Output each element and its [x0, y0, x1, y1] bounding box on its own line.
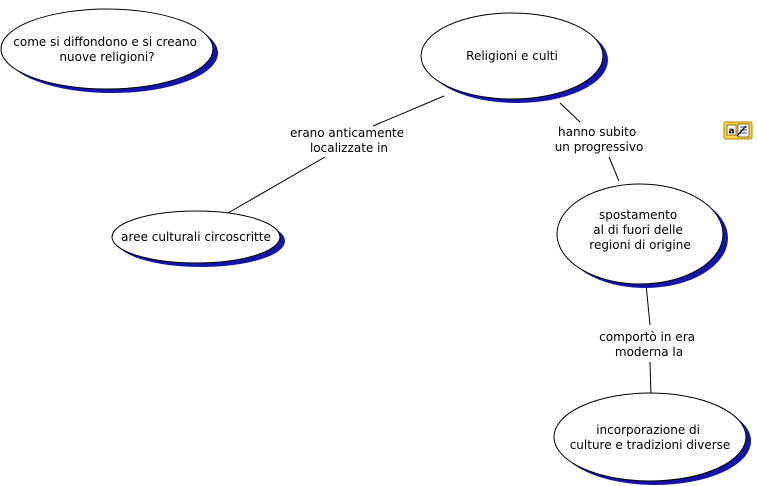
annotation-icon-letter-box [726, 124, 737, 136]
node-incorporazione-label: incorporazione di culture e tradizioni d… [570, 423, 731, 452]
node-aree-culturali-line-1: aree culturali circoscritte [121, 230, 271, 244]
node-religioni-e-culti[interactable]: Religioni e culti [420, 12, 608, 103]
annotation-icon-pencil [736, 125, 747, 137]
node-aree-culturali[interactable]: aree culturali circoscritte [111, 210, 285, 267]
node-aree-culturali-label: aree culturali circoscritte [121, 230, 271, 244]
link-label-hanno-subito[interactable]: hanno subito un progressivo [555, 125, 644, 154]
node-incorporazione-line-2: culture e tradizioni diverse [570, 438, 731, 452]
link-label-1-text: erano anticamente localizzate in [290, 126, 408, 155]
connector-lines [227, 95, 652, 397]
connector-label-1-to-aree [227, 156, 326, 214]
link-label-1-line-2: localizzate in [310, 141, 388, 155]
connector-religioni-to-label-2 [559, 102, 581, 123]
node-religioni-e-culti-line-1: Religioni e culti [466, 49, 558, 63]
node-question-line-1: come si diffondono e si creano [13, 35, 197, 49]
link-label-3-text: comportò in era moderna la [599, 330, 699, 359]
link-label-2-line-2: un progressivo [555, 140, 644, 154]
link-label-3-line-2: moderna la [615, 345, 683, 359]
node-aree-culturali-shape [111, 210, 281, 264]
annotation-icon[interactable]: a [723, 121, 753, 140]
connector-label-2-to-spostamento [608, 156, 620, 182]
node-incorporazione-shape [553, 392, 747, 482]
node-incorporazione[interactable]: incorporazione di culture e tradizioni d… [553, 392, 751, 485]
node-incorporazione-line-1: incorporazione di [596, 423, 700, 437]
node-religioni-e-culti-label: Religioni e culti [466, 49, 558, 63]
node-spostamento-label: spostamento al di fuori delle regioni di… [589, 208, 690, 252]
node-question-label: come si diffondono e si creano nuove rel… [13, 35, 201, 64]
node-spostamento-line-2: al di fuori delle [593, 223, 683, 237]
node-question-shape [0, 8, 214, 90]
node-question[interactable]: come si diffondono e si creano nuove rel… [0, 8, 218, 93]
link-label-3-line-1: comportò in era [599, 330, 695, 344]
connector-spostamento-to-label-3 [645, 283, 651, 326]
link-label-2-text: hanno subito un progressivo [555, 125, 644, 154]
node-spostamento[interactable]: spostamento al di fuori delle regioni di… [556, 183, 728, 288]
node-spostamento-line-1: spostamento [599, 208, 677, 222]
annotation-icon-letter: a [728, 127, 734, 137]
node-question-line-2: nuove religioni? [59, 50, 154, 64]
node-spostamento-shape [556, 183, 724, 285]
link-label-erano-anticamente[interactable]: erano anticamente localizzate in [290, 126, 408, 155]
connector-label-3-to-incorporazione [649, 361, 652, 397]
link-label-2-line-1: hanno subito [558, 125, 636, 139]
node-religioni-e-culti-shape [420, 12, 604, 100]
node-spostamento-line-3: regioni di origine [589, 238, 690, 252]
link-label-1-line-1: erano anticamente [290, 126, 404, 140]
link-label-comporto[interactable]: comportò in era moderna la [599, 330, 699, 359]
connector-religioni-to-label-1 [372, 95, 445, 127]
